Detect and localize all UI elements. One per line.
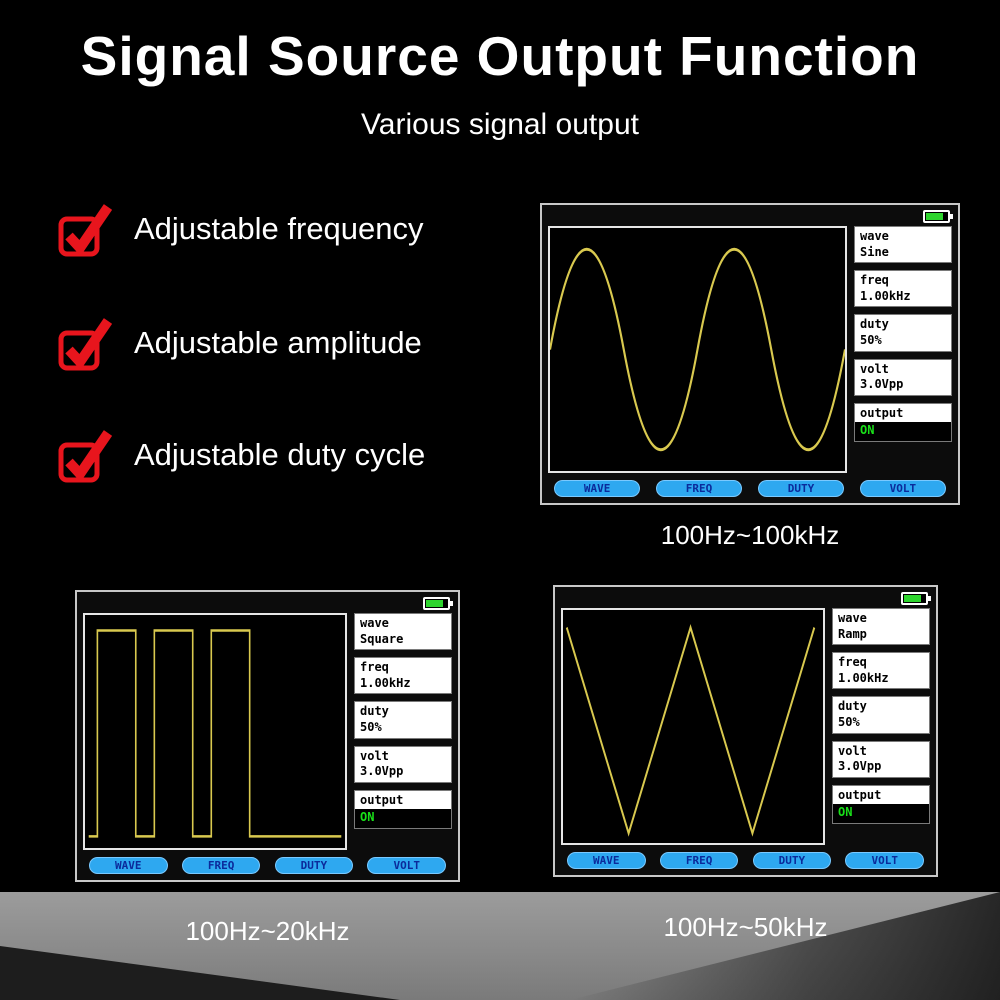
duty-button: DUTY	[752, 851, 832, 869]
param-wave: wave Ramp	[832, 608, 930, 646]
freq-button: FREQ	[655, 479, 743, 497]
battery-nub	[450, 601, 453, 606]
checkbox-check-icon	[58, 318, 112, 371]
battery-icon	[901, 592, 931, 605]
freq-button: FREQ	[181, 856, 261, 874]
square-waveform	[88, 629, 342, 838]
param-output: output ON	[832, 784, 930, 824]
waveform-display	[548, 226, 847, 473]
param-output: output ON	[854, 402, 952, 442]
param-freq: freq 1.00kHz	[354, 657, 452, 695]
status-bar	[83, 596, 453, 611]
param-volt: volt 3.0Vpp	[354, 745, 452, 783]
battery-icon	[423, 597, 453, 610]
param-output: output ON	[354, 789, 452, 829]
volt-button: VOLT	[845, 851, 924, 869]
scope-caption: 100Hz~100kHz	[660, 520, 840, 550]
parameter-panel: wave Square freq 1.00kHz duty 50% volt 3…	[354, 613, 452, 850]
status-bar	[548, 209, 953, 224]
param-freq: freq 1.00kHz	[832, 652, 930, 690]
freq-button: FREQ	[659, 851, 739, 869]
duty-button: DUTY	[757, 479, 845, 497]
param-volt: volt 3.0Vpp	[854, 358, 952, 396]
wave-button: WAVE	[567, 851, 646, 869]
battery-level	[426, 600, 443, 607]
output-on-value: ON	[855, 422, 951, 441]
param-duty: duty 50%	[832, 696, 930, 734]
page-title: Signal Source Output Function	[80, 25, 920, 87]
duty-button: DUTY	[274, 856, 354, 874]
checkbox-check-icon	[58, 204, 112, 257]
sine-waveform	[550, 248, 845, 451]
parameter-panel: wave Ramp freq 1.00kHz duty 50% volt 3.0…	[832, 608, 930, 845]
feature-amplitude: Adjustable amplitude	[56, 314, 422, 372]
battery-level	[904, 595, 921, 602]
wave-button: WAVE	[554, 479, 641, 497]
ramp-waveform	[565, 624, 816, 837]
volt-button: VOLT	[859, 479, 946, 497]
param-duty: duty 50%	[354, 701, 452, 739]
page-subtitle: Various signal output	[361, 108, 639, 141]
param-wave: wave Square	[354, 613, 452, 651]
param-wave: wave Sine	[854, 226, 952, 264]
softkey-row: WAVE FREQ DUTY VOLT	[83, 855, 452, 875]
wave-button: WAVE	[89, 856, 168, 874]
param-freq: freq 1.00kHz	[854, 270, 952, 308]
volt-button: VOLT	[367, 856, 446, 874]
oscilloscope-ramp: wave Ramp freq 1.00kHz duty 50% volt 3.0…	[553, 585, 938, 877]
battery-nub	[928, 596, 931, 601]
floor-right-shadow	[570, 892, 1000, 1000]
waveform-display	[83, 613, 347, 850]
feature-label: Adjustable amplitude	[134, 325, 422, 360]
feature-frequency: Adjustable frequency	[56, 200, 424, 258]
feature-duty-cycle: Adjustable duty cycle	[56, 426, 425, 484]
output-on-value: ON	[355, 809, 451, 828]
param-duty: duty 50%	[854, 314, 952, 352]
battery-icon	[923, 210, 953, 223]
feature-label: Adjustable frequency	[134, 211, 424, 246]
oscilloscope-sine: wave Sine freq 1.00kHz duty 50% volt 3.0…	[540, 203, 960, 505]
oscilloscope-square: wave Square freq 1.00kHz duty 50% volt 3…	[75, 590, 460, 882]
battery-nub	[950, 214, 953, 219]
scope-caption: 100Hz~50kHz	[663, 912, 828, 942]
softkey-row: WAVE FREQ DUTY VOLT	[548, 478, 952, 498]
softkey-row: WAVE FREQ DUTY VOLT	[561, 850, 930, 870]
feature-label: Adjustable duty cycle	[134, 437, 426, 472]
battery-level	[926, 213, 943, 220]
output-on-value: ON	[833, 804, 929, 823]
param-volt: volt 3.0Vpp	[832, 740, 930, 778]
parameter-panel: wave Sine freq 1.00kHz duty 50% volt 3.0…	[854, 226, 952, 473]
status-bar	[561, 591, 931, 606]
floor	[0, 892, 1000, 1000]
checkbox-check-icon	[58, 430, 112, 483]
waveform-display	[561, 608, 825, 845]
scope-caption: 100Hz~20kHz	[185, 916, 350, 946]
